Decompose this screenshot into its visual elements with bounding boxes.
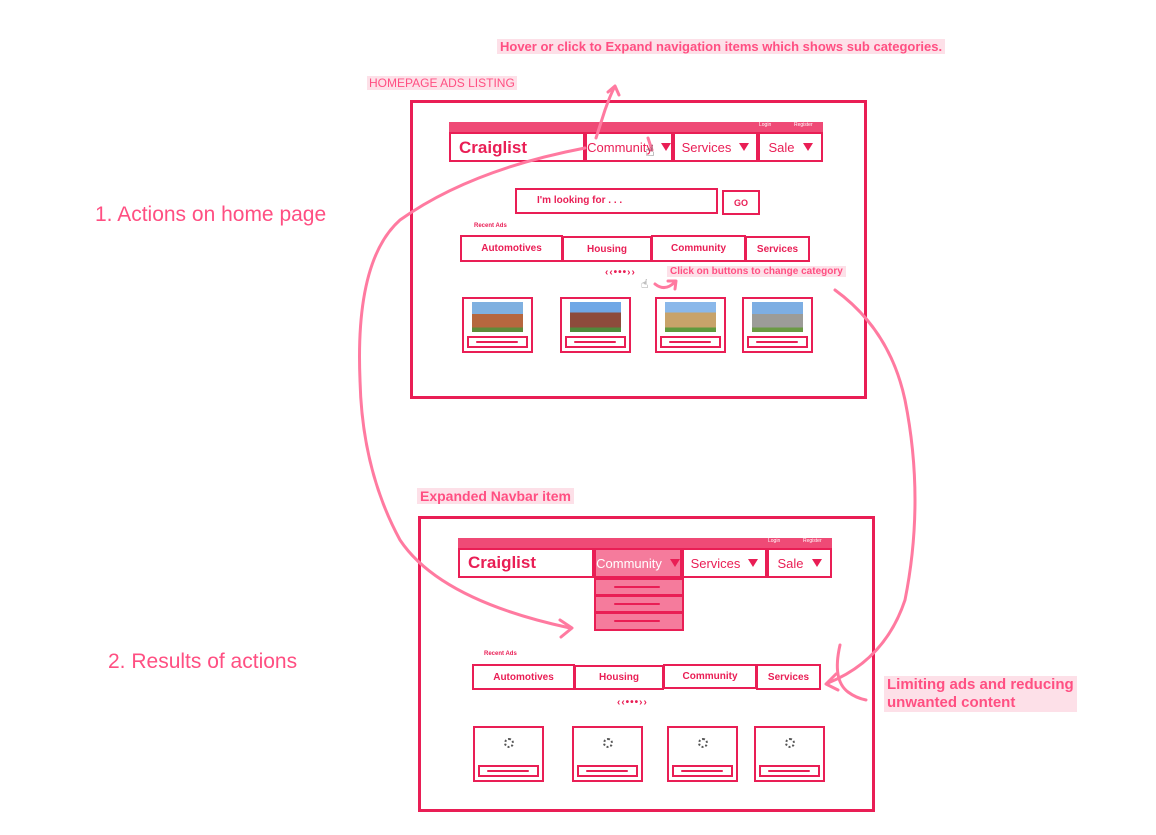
limit-note: Limiting ads and reducing unwanted conte… (884, 676, 1077, 712)
ad-card[interactable] (560, 297, 631, 353)
ad-caption (478, 765, 539, 777)
topbar: Login Register (458, 538, 832, 548)
topbar: Login Register (449, 122, 823, 132)
nav-services-label: Services (690, 555, 741, 571)
ad-caption (759, 765, 820, 777)
ad-caption (577, 765, 638, 777)
login-link[interactable]: Login (759, 122, 772, 128)
ad-caption (660, 336, 721, 348)
chevron-down-icon (660, 143, 671, 151)
tab-services[interactable]: Services (756, 664, 821, 690)
login-link[interactable]: Login (768, 538, 781, 544)
nav-community[interactable]: Community (585, 132, 673, 162)
ad-caption (747, 336, 808, 348)
register-link[interactable]: Register (794, 122, 813, 128)
spinner-icon (697, 738, 708, 748)
spinner-icon (784, 738, 795, 748)
search-input[interactable]: I'm looking for . . . (515, 188, 718, 214)
tab-housing[interactable]: Housing (574, 665, 664, 690)
tab-services[interactable]: Services (745, 236, 810, 262)
recent-ads-label: Recent Ads (484, 651, 517, 657)
top-note: Hover or click to Expand navigation item… (497, 39, 946, 54)
dropdown-item[interactable] (594, 578, 684, 596)
click-note: Click on buttons to change category (667, 266, 846, 277)
chevron-down-icon (739, 143, 750, 151)
pager[interactable]: ‹‹•••›› (617, 697, 648, 708)
ad-caption (672, 765, 733, 777)
recent-ads-label: Recent Ads (474, 223, 507, 229)
nav-services-label: Services (681, 139, 732, 155)
nav-sale[interactable]: Sale (758, 132, 823, 162)
go-label: GO (733, 197, 748, 208)
nav-community-label: Community (587, 139, 653, 155)
ad-card-loading[interactable] (473, 726, 544, 782)
brand-logo[interactable]: Craiglist (459, 138, 528, 157)
ad-caption (565, 336, 626, 348)
ad-image (570, 302, 621, 332)
nav-sale-label: Sale (777, 555, 804, 571)
nav-services[interactable]: Services (673, 132, 758, 162)
arrowhead (606, 84, 621, 97)
ad-card-loading[interactable] (572, 726, 643, 782)
ad-image (752, 302, 803, 332)
ad-card-loading[interactable] (667, 726, 738, 782)
tab-automotives[interactable]: Automotives (472, 664, 575, 690)
ad-image (665, 302, 716, 332)
ad-image (472, 302, 523, 332)
expanded-title: Expanded Navbar item (417, 488, 574, 504)
register-link[interactable]: Register (803, 538, 822, 544)
ad-card[interactable] (655, 297, 726, 353)
chevron-down-icon (748, 559, 759, 567)
search-placeholder: I'm looking for . . . (537, 195, 623, 206)
tab-automotives[interactable]: Automotives (460, 235, 563, 262)
limit-note-line2: unwanted content (887, 694, 1016, 711)
step2-label: 2. Results of actions (108, 650, 298, 673)
nav-sale-label: Sale (768, 139, 795, 155)
nav-sale[interactable]: Sale (767, 548, 832, 578)
spinner-icon (503, 738, 514, 748)
ad-card-loading[interactable] (754, 726, 825, 782)
tab-community[interactable]: Community (663, 664, 757, 689)
nav-community-expanded[interactable]: Community (594, 548, 682, 578)
limit-note-line1: Limiting ads and reducing (887, 676, 1074, 693)
spinner-icon (602, 738, 613, 748)
ad-card[interactable] (742, 297, 813, 353)
chevron-down-icon (802, 143, 813, 151)
brand-logo[interactable]: Craiglist (468, 553, 537, 572)
tab-community[interactable]: Community (651, 235, 746, 262)
dropdown-item[interactable] (594, 612, 684, 631)
chevron-down-icon (669, 559, 680, 567)
go-button[interactable]: GO (722, 190, 760, 215)
homepage-title: HOMEPAGE ADS LISTING (367, 76, 517, 90)
ad-card[interactable] (462, 297, 533, 353)
nav-community-label: Community (596, 555, 662, 571)
dropdown-item[interactable] (594, 595, 684, 613)
step1-label: 1. Actions on home page (95, 203, 327, 226)
ad-caption (467, 336, 528, 348)
nav-services[interactable]: Services (682, 548, 767, 578)
pager[interactable]: ‹‹•••›› (605, 267, 636, 278)
tab-housing[interactable]: Housing (562, 236, 652, 262)
chevron-down-icon (811, 559, 822, 567)
